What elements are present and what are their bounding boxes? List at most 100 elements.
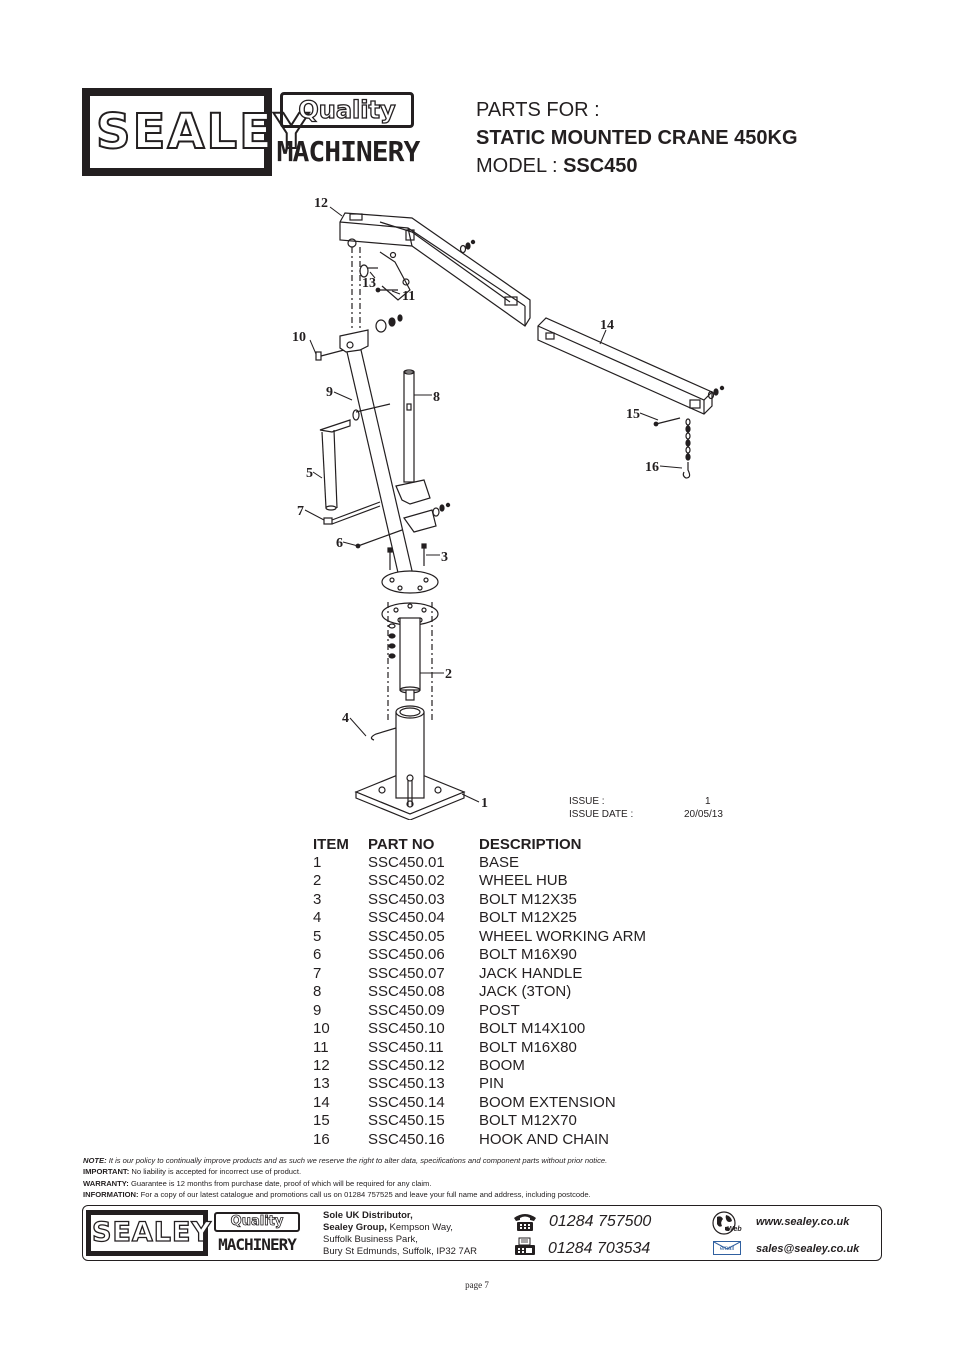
distributor-company: Sealey Group,	[323, 1222, 387, 1233]
item-number: 11	[313, 1038, 329, 1056]
part-description: JACK HANDLE	[479, 964, 583, 982]
part-description: BOLT M12X25	[479, 909, 577, 927]
distributor-line-2: Sealey Group, Kempson Way,	[323, 1222, 477, 1234]
model-number: SSC450	[563, 155, 638, 177]
issue-date-label: ISSUE DATE :	[569, 809, 634, 820]
note-label: NOTE:	[83, 1156, 107, 1165]
warranty-text: Guarantee is 12 months from purchase dat…	[128, 1178, 432, 1188]
distributor-line-1: Sole UK Distributor,	[323, 1210, 413, 1221]
email-icon-label: email	[719, 1246, 735, 1252]
part-description: POST	[479, 1001, 520, 1019]
footer-box	[82, 1205, 882, 1261]
exploded-parts-diagram: 12 13 11 14 10 9 8 15 16 5 7 6 3 2 4 1	[292, 196, 725, 820]
distributor-line-4: Bury St Edmunds, Suffolk, IP32 7AR	[323, 1246, 478, 1257]
item-number: 15	[313, 1112, 330, 1130]
part-description: PIN	[479, 1075, 505, 1093]
callout-6: 6	[336, 536, 343, 551]
footer-logo-machinery-text: MACHINERY	[218, 1235, 297, 1254]
footer-sealey-logo: SEALEY Quality MACHINERY	[86, 1210, 304, 1256]
sealey-logo: SEALEY Quality MACHINERY	[82, 88, 420, 176]
information-label: INFORMATION:	[83, 1189, 139, 1199]
important-line: IMPORTANT: No liability is accepted for …	[83, 1166, 883, 1177]
telephone-icon	[514, 1214, 536, 1231]
part-description: BOOM EXTENSION	[479, 1093, 616, 1111]
item-number: 12	[313, 1056, 330, 1074]
header-description: DESCRIPTION	[479, 836, 582, 853]
page-number: page 7	[465, 1280, 489, 1290]
item-number: 16	[313, 1130, 330, 1148]
web-icon-label: Web	[727, 1226, 742, 1233]
part-description: HOOK AND CHAIN	[479, 1130, 610, 1148]
callout-1: 1	[481, 796, 488, 811]
part-number: SSC450.04	[368, 909, 445, 927]
jack-handle-part	[323, 501, 381, 525]
header-item: ITEM	[313, 836, 349, 853]
globe-icon	[712, 1211, 736, 1235]
bolt-m14x100-part	[315, 349, 345, 361]
part-number: SSC450.01	[368, 854, 445, 871]
bolt-m16x90-part	[355, 529, 403, 549]
fax-number[interactable]: 01284 703534	[548, 1240, 651, 1257]
important-label: IMPORTANT:	[83, 1167, 130, 1177]
item-number: 5	[313, 927, 322, 945]
footer-logo-quality-text: Quality	[214, 1212, 300, 1232]
part-number: SSC450.09	[368, 1001, 445, 1019]
fax-icon	[515, 1237, 535, 1255]
part-description: BOLT M16X80	[479, 1038, 577, 1056]
footer-logo-brand-text: SEALEY	[91, 1216, 212, 1248]
callout-labels: 12 13 11 14 10 9 8 15 16 5 7 6 3 2 4 1	[292, 196, 659, 811]
information-line: INFORMATION: For a copy of our latest ca…	[83, 1189, 883, 1200]
part-number: SSC450.14	[368, 1093, 445, 1111]
callout-3: 3	[441, 550, 448, 565]
part-number: SSC450.08	[368, 983, 445, 1001]
phone-number[interactable]: 01284 757500	[549, 1213, 652, 1230]
bolt-m16x80-part	[375, 287, 398, 293]
part-number: SSC450.07	[368, 964, 445, 982]
warranty-line: WARRANTY: Guarantee is 12 months from pu…	[83, 1178, 883, 1189]
email-link[interactable]: sales@sealey.co.uk	[756, 1243, 860, 1255]
callout-8: 8	[433, 390, 440, 405]
hub-nut-stack	[388, 623, 396, 659]
part-description: BOLT M14X100	[479, 1020, 586, 1038]
part-number: SSC450.05	[368, 927, 445, 945]
boom-extension-part	[537, 317, 713, 415]
part-description: BOOM	[479, 1056, 525, 1074]
part-description: WHEEL HUB	[479, 872, 568, 890]
jack-part	[403, 369, 415, 483]
post-bracket-washers	[432, 502, 451, 517]
part-number: SSC450.10	[368, 1020, 445, 1038]
hook-and-chain-part	[682, 418, 691, 479]
upper-flange	[381, 570, 439, 594]
warranty-label: WARRANTY:	[83, 1178, 129, 1188]
base-part	[354, 705, 466, 820]
logo-machinery-text: MACHINERY	[276, 135, 421, 168]
item-number: 13	[313, 1075, 330, 1093]
legal-notes: NOTE: It is our policy to continually im…	[83, 1155, 883, 1200]
part-number: SSC450.06	[368, 946, 445, 964]
model-prefix: MODEL :	[476, 155, 564, 177]
post-part	[339, 329, 437, 591]
item-number: 2	[313, 872, 322, 890]
important-text: No liability is accepted for incorrect u…	[129, 1167, 302, 1177]
part-number: SSC450.02	[368, 872, 445, 890]
website-link[interactable]: www.sealey.co.uk	[756, 1216, 850, 1228]
post-head-washers	[375, 314, 403, 333]
information-text: For a copy of our latest catalogue and p…	[138, 1189, 591, 1199]
title-model-line: MODEL : SSC450	[476, 152, 798, 180]
boom-fastener-set	[459, 239, 476, 254]
item-number: 3	[313, 890, 322, 908]
distributor-line-3: Suffolk Business Park,	[323, 1234, 418, 1245]
callout-13: 13	[362, 276, 376, 291]
callout-16: 16	[645, 460, 659, 475]
